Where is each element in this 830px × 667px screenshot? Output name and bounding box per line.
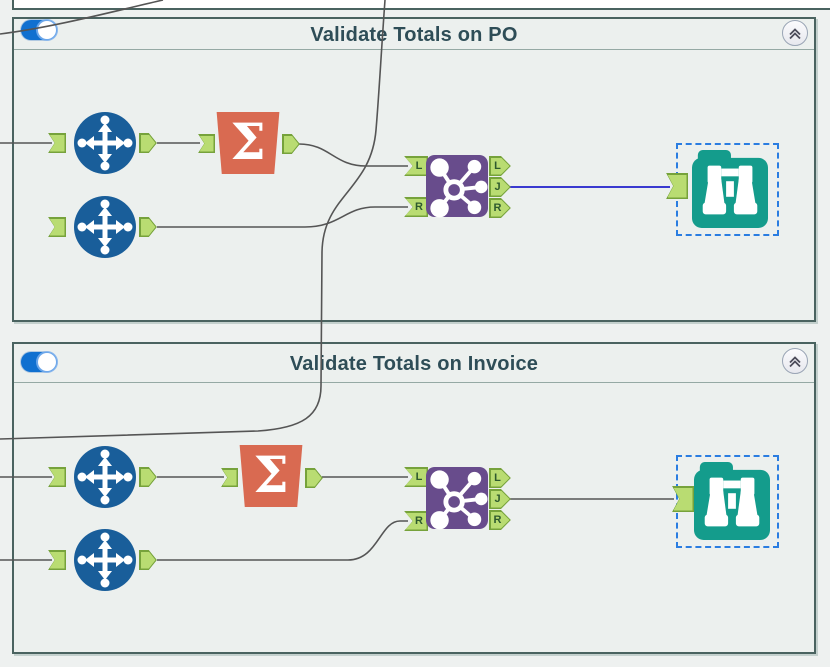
summarize-output-anchor[interactable]	[305, 468, 323, 488]
select-input-anchor[interactable]	[48, 133, 66, 153]
container-invoice-enable-toggle[interactable]	[21, 352, 57, 372]
browse-tool[interactable]	[692, 149, 768, 229]
summarize-input-anchor[interactable]	[221, 468, 238, 487]
binoculars-folder-icon	[694, 462, 770, 540]
browse-selection-outline	[676, 455, 779, 548]
four-direction-arrows-icon	[74, 529, 136, 591]
double-chevron-up-icon	[789, 28, 801, 40]
join-left-output-anchor[interactable]: L	[489, 156, 511, 176]
join-join-output-anchor[interactable]: J	[489, 177, 511, 197]
select-tool[interactable]	[73, 528, 137, 592]
sigma-icon: Σ	[230, 112, 266, 171]
select-input-anchor[interactable]	[48, 467, 66, 487]
browse-input-anchor[interactable]	[666, 173, 688, 199]
toggle-knob	[38, 21, 56, 39]
select-tool[interactable]	[73, 195, 137, 259]
join-right-input-anchor[interactable]: R	[404, 197, 428, 217]
summarize-tool[interactable]: Σ	[216, 112, 280, 174]
container-po-collapse-button[interactable]	[782, 20, 808, 46]
select-output-anchor[interactable]	[139, 217, 157, 237]
summarize-input-anchor[interactable]	[198, 134, 215, 153]
summarize-output-anchor[interactable]	[282, 134, 300, 154]
four-direction-arrows-icon	[74, 112, 136, 174]
four-direction-arrows-icon	[74, 446, 136, 508]
select-output-anchor[interactable]	[139, 467, 157, 487]
molecule-network-icon	[426, 467, 488, 530]
select-output-anchor[interactable]	[139, 550, 157, 570]
select-input-anchor[interactable]	[48, 217, 66, 237]
join-tool[interactable]	[426, 466, 488, 530]
join-right-output-anchor[interactable]: R	[489, 510, 511, 530]
four-direction-arrows-icon	[74, 196, 136, 258]
container-po-title: Validate Totals on PO	[310, 24, 518, 46]
join-join-output-anchor[interactable]: J	[489, 489, 511, 509]
container-invoice-header[interactable]: Validate Totals on Invoice	[14, 344, 814, 383]
toggle-knob	[38, 353, 56, 371]
join-tool[interactable]	[426, 154, 488, 218]
double-chevron-up-icon	[789, 356, 801, 368]
container-po-header[interactable]: Validate Totals on PO	[14, 19, 814, 50]
join-right-input-anchor[interactable]: R	[404, 511, 428, 531]
container-above-remnant	[12, 0, 830, 10]
sigma-icon: Σ	[253, 445, 289, 504]
join-left-output-anchor[interactable]: L	[489, 468, 511, 488]
select-tool[interactable]	[73, 111, 137, 175]
browse-input-anchor[interactable]	[672, 486, 694, 512]
select-output-anchor[interactable]	[139, 133, 157, 153]
join-left-input-anchor[interactable]: L	[404, 467, 428, 487]
container-invoice-title: Validate Totals on Invoice	[289, 353, 539, 375]
join-left-input-anchor[interactable]: L	[404, 156, 428, 176]
browse-tool[interactable]	[694, 461, 770, 541]
container-po-enable-toggle[interactable]	[21, 20, 57, 40]
binoculars-folder-icon	[692, 150, 768, 228]
select-tool[interactable]	[73, 445, 137, 509]
summarize-tool[interactable]: Σ	[239, 445, 303, 507]
container-invoice-collapse-button[interactable]	[782, 348, 808, 374]
molecule-network-icon	[426, 155, 488, 218]
select-input-anchor[interactable]	[48, 550, 66, 570]
join-right-output-anchor[interactable]: R	[489, 198, 511, 218]
